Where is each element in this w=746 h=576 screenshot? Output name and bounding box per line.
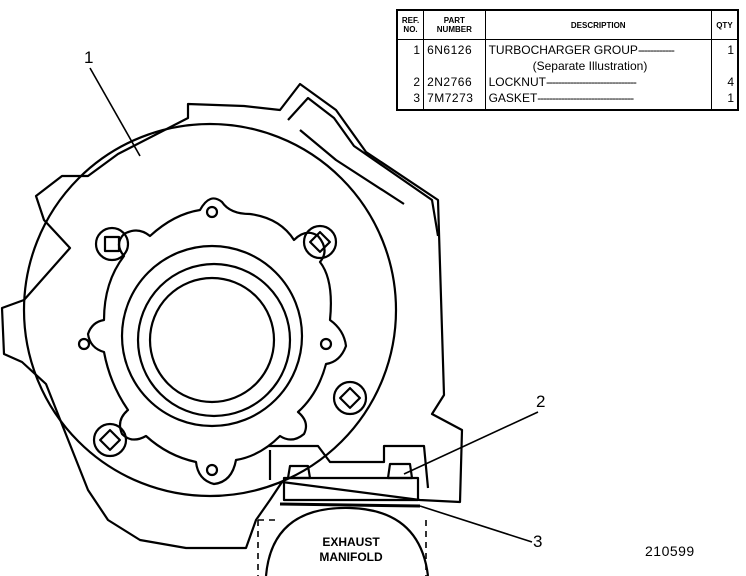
row-part-number: 2N2766 <box>423 74 486 90</box>
header-part-number: PART NUMBER <box>423 9 486 40</box>
header-description: DESCRIPTION <box>484 9 712 40</box>
row-description: TURBOCHARGER GROUP------------(Separate … <box>484 39 712 74</box>
table-row: 2 2N2766 LOCKNUT------------------------… <box>396 74 739 90</box>
callout-2: 2 <box>536 392 546 411</box>
table-row: 3 7M7273 GASKET-------------------------… <box>396 90 739 110</box>
header-ref-no: REF. NO. <box>396 9 425 40</box>
row-qty: 1 <box>710 39 739 74</box>
row-qty: 1 <box>710 90 739 110</box>
locknuts <box>282 462 420 502</box>
mounting-bracket <box>268 444 430 489</box>
leader-2 <box>403 411 539 475</box>
bore-mid <box>136 262 292 418</box>
flange-plate <box>86 197 348 486</box>
stud-nuts <box>92 224 368 458</box>
table-row: 1 6N6126 TURBOCHARGER GROUP------------(… <box>396 39 739 74</box>
housing-circle <box>22 122 398 498</box>
outlet-flange <box>287 96 440 237</box>
row-ref: 1 <box>396 39 425 74</box>
callout-1: 1 <box>84 48 94 67</box>
bore-inner <box>148 276 276 404</box>
row-description: GASKET-------------------------------- <box>484 90 712 110</box>
callout-3: 3 <box>533 532 543 551</box>
row-part-number: 6N6126 <box>423 39 486 74</box>
row-qty: 4 <box>710 74 739 90</box>
bore-outer <box>120 244 304 428</box>
exhaust-manifold-arc <box>264 506 430 576</box>
exhaust-manifold-label: EXHAUST MANIFOLD <box>319 535 383 564</box>
row-note: (Separate Illustration) <box>532 59 648 73</box>
figure-number: 210599 <box>645 543 695 559</box>
row-part-number: 7M7273 <box>423 90 486 110</box>
leader-3 <box>419 505 533 543</box>
leader-1 <box>89 67 141 157</box>
row-description: LOCKNUT------------------------------ <box>484 74 712 90</box>
row-ref: 3 <box>396 90 425 110</box>
row-ref: 2 <box>396 74 425 90</box>
parts-list-table: REF. NO. PART NUMBER DESCRIPTION QTY 1 6… <box>396 9 739 111</box>
gasket <box>279 502 421 508</box>
header-qty: QTY <box>710 9 739 40</box>
